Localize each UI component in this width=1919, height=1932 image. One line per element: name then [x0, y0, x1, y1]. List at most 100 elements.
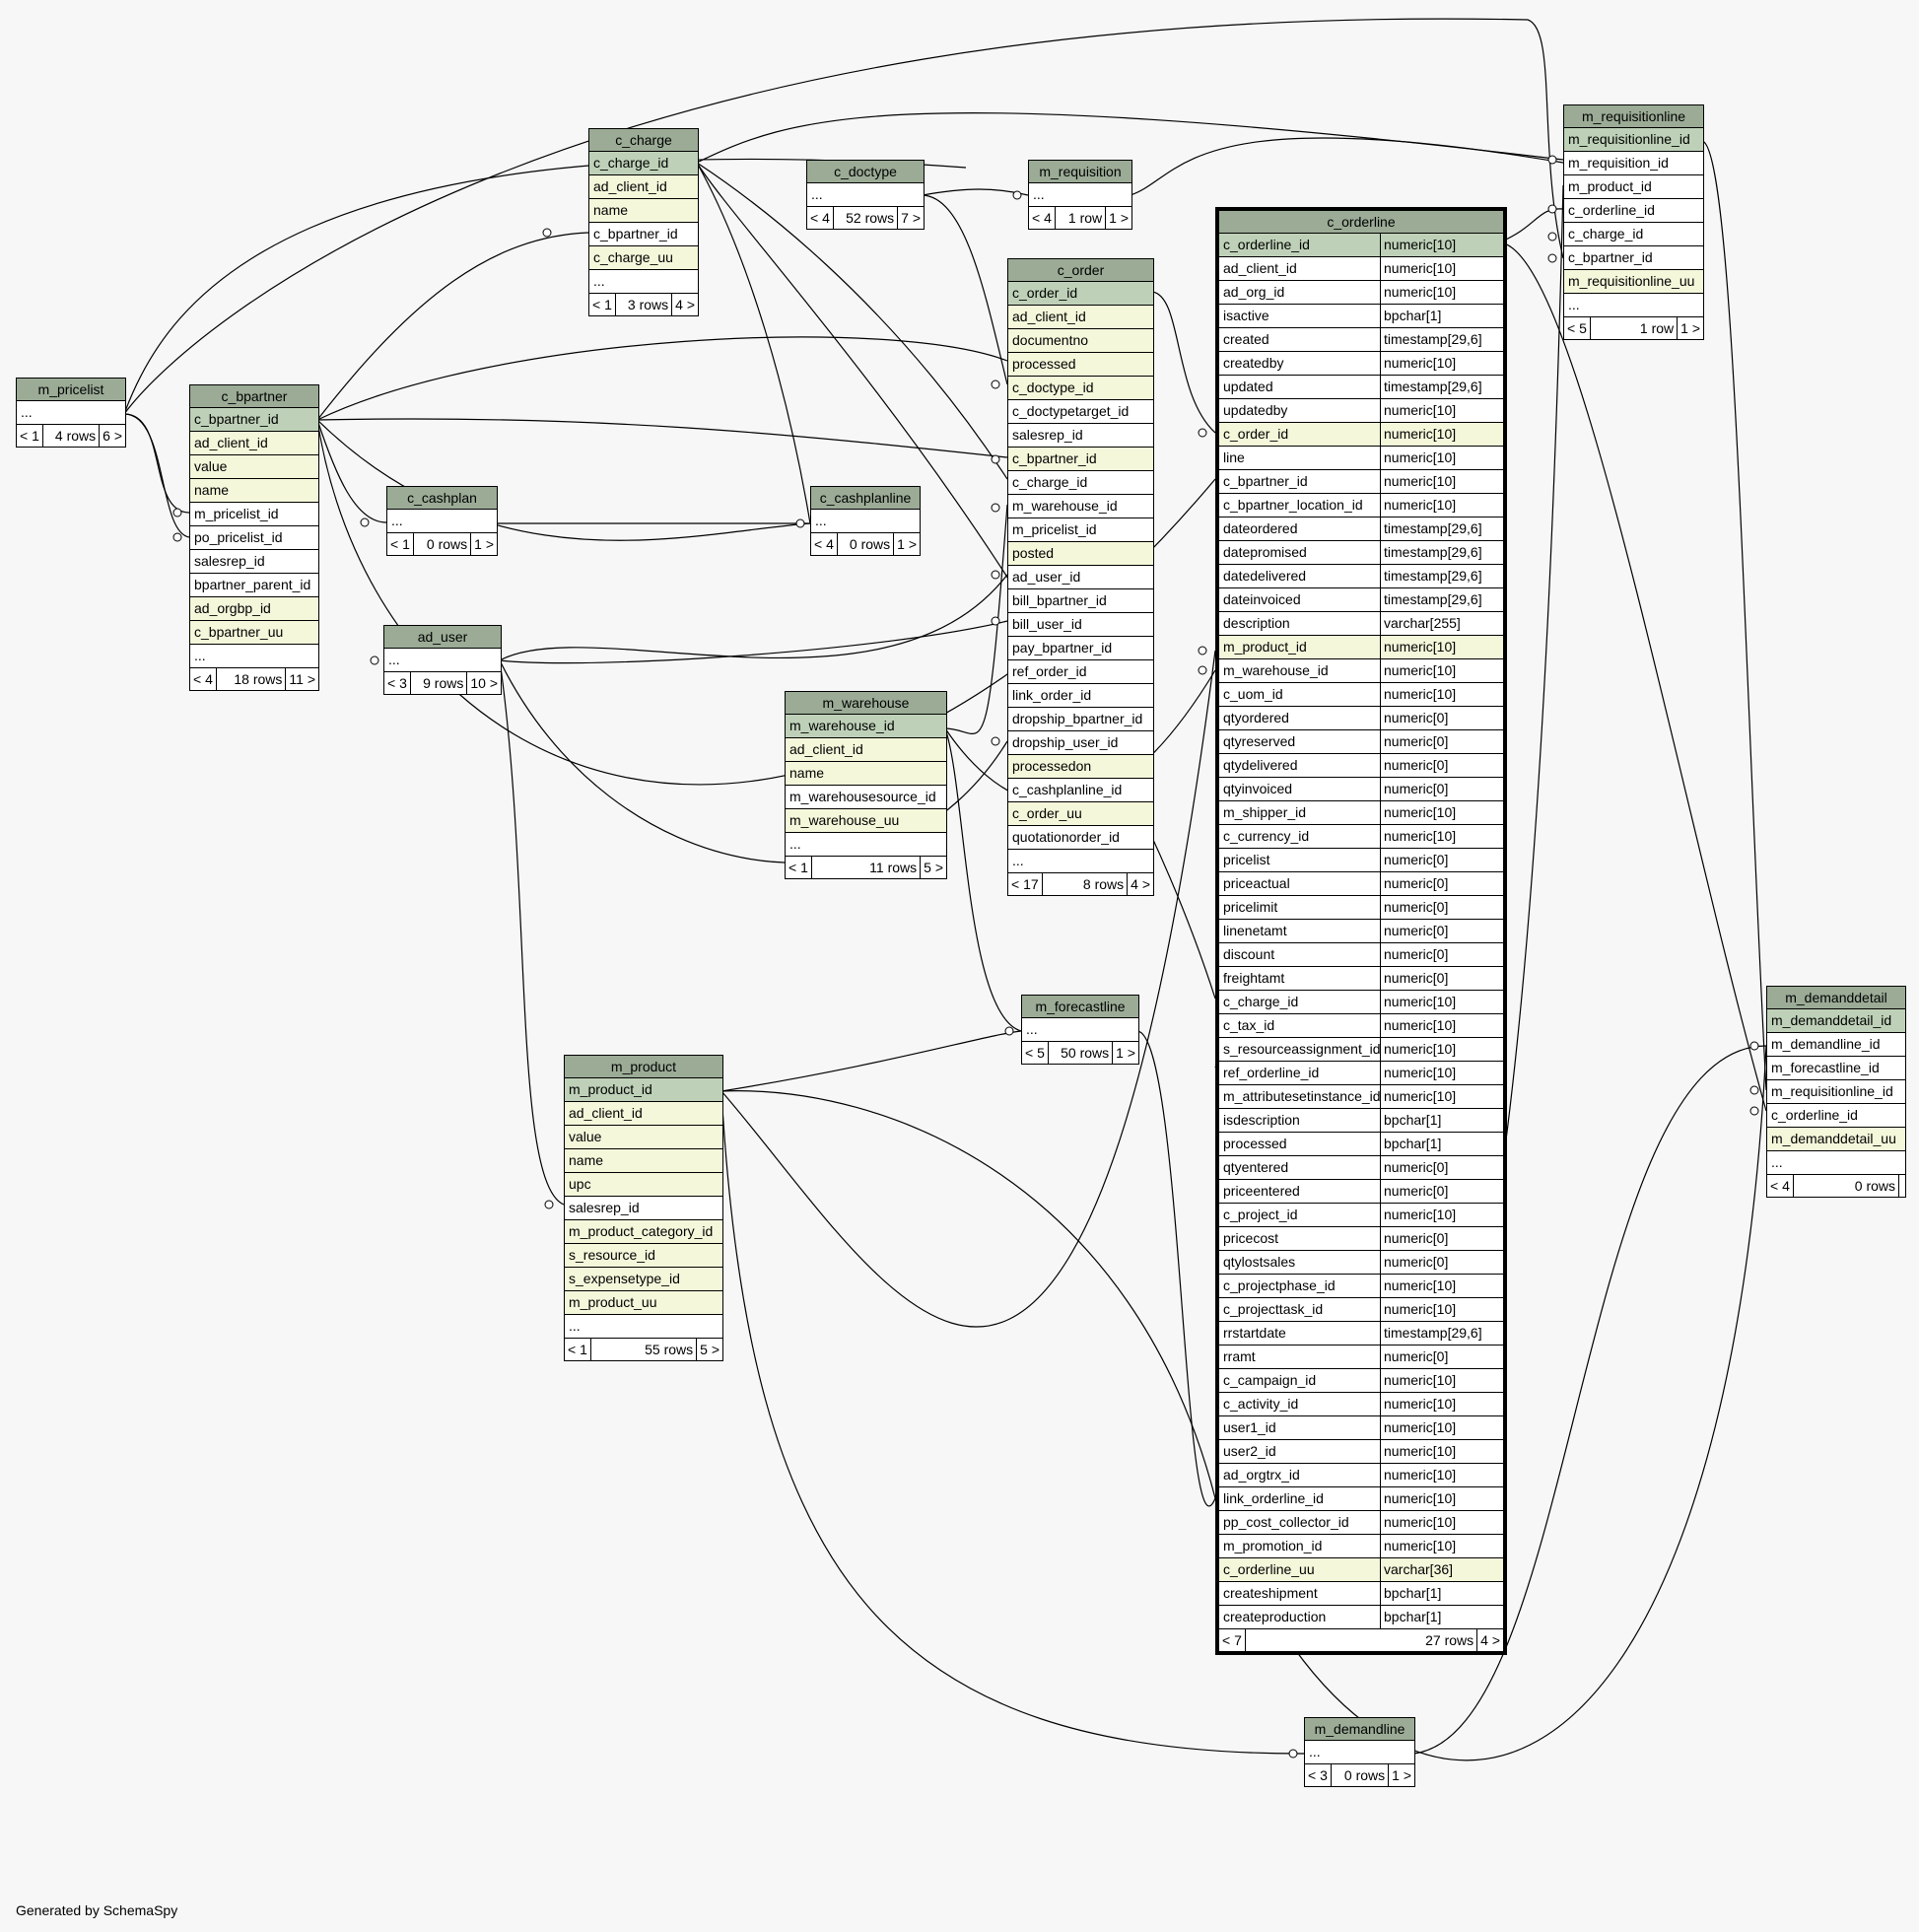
column-row[interactable]: c_bpartner_id — [190, 408, 318, 432]
column-row[interactable]: value — [565, 1126, 722, 1149]
column-row[interactable]: c_order_id — [1008, 282, 1153, 306]
column-row[interactable]: m_requisitionline_id — [1564, 128, 1703, 152]
column-row[interactable]: bill_user_id — [1008, 613, 1153, 637]
column-row[interactable]: ad_client_id — [786, 738, 946, 762]
column-row[interactable]: bpartner_parent_id — [190, 574, 318, 597]
column-row[interactable]: ... — [565, 1315, 722, 1339]
column-row[interactable]: c_order_uu — [1008, 802, 1153, 826]
column-row[interactable]: ... — [1022, 1018, 1138, 1042]
children-link[interactable]: 11 > — [289, 671, 315, 687]
table-header[interactable]: c_cashplanline — [811, 487, 920, 510]
column-row[interactable]: bill_bpartner_id — [1008, 589, 1153, 613]
column-row[interactable]: ... — [1029, 183, 1131, 207]
column-row[interactable]: c_doctype_id — [1008, 377, 1153, 400]
children-link[interactable]: 1 > — [1109, 210, 1129, 226]
parents-link[interactable]: < 4 — [1029, 207, 1056, 229]
column-row[interactable]: c_bpartner_id — [1008, 448, 1153, 471]
column-row[interactable]: ad_client_id — [565, 1102, 722, 1126]
column-row[interactable]: m_forecastline_id — [1767, 1057, 1905, 1080]
column-row[interactable]: ad_client_id — [1008, 306, 1153, 329]
column-row[interactable]: salesrep_id — [190, 550, 318, 574]
column-row[interactable]: c_orderline_id — [1767, 1104, 1905, 1128]
column-row[interactable]: m_requisition_id — [1564, 152, 1703, 175]
parents-link[interactable]: < 4 — [807, 207, 834, 229]
column-row[interactable]: value — [190, 455, 318, 479]
parents-link[interactable]: < 1 — [589, 294, 616, 315]
table-header[interactable]: m_demandline — [1305, 1718, 1414, 1741]
column-row[interactable]: pay_bpartner_id — [1008, 637, 1153, 660]
column-row[interactable]: m_product_id — [565, 1078, 722, 1102]
children-link[interactable]: 4 > — [1480, 1632, 1500, 1648]
column-row[interactable]: quotationorder_id — [1008, 826, 1153, 850]
column-row[interactable]: s_resource_id — [565, 1244, 722, 1268]
column-row[interactable]: c_bpartner_id — [1564, 246, 1703, 270]
column-row[interactable]: ref_order_id — [1008, 660, 1153, 684]
parents-link[interactable]: < 5 — [1564, 317, 1591, 339]
column-row[interactable]: ad_client_id — [589, 175, 698, 199]
column-row[interactable]: salesrep_id — [565, 1197, 722, 1220]
parents-link[interactable]: < 5 — [1022, 1042, 1049, 1064]
table-header[interactable]: c_orderline — [1219, 211, 1503, 234]
column-row[interactable]: ... — [387, 510, 497, 533]
column-row[interactable]: m_warehouse_id — [1008, 495, 1153, 518]
column-row[interactable]: ... — [190, 645, 318, 668]
column-row[interactable]: processedon — [1008, 755, 1153, 779]
parents-link[interactable]: < 1 — [17, 425, 43, 447]
table-header[interactable]: m_product — [565, 1056, 722, 1078]
column-row[interactable]: ... — [384, 649, 501, 672]
column-row[interactable]: dropship_bpartner_id — [1008, 708, 1153, 731]
column-row[interactable]: m_product_id — [1564, 175, 1703, 199]
parents-link[interactable]: < 4 — [190, 668, 217, 690]
table-header[interactable]: m_requisition — [1029, 161, 1131, 183]
column-row[interactable]: po_pricelist_id — [190, 526, 318, 550]
column-row[interactable]: c_charge_id — [1008, 471, 1153, 495]
column-row[interactable]: ... — [589, 270, 698, 294]
column-row[interactable]: ... — [1767, 1151, 1905, 1175]
children-link[interactable]: 1 > — [474, 536, 494, 552]
children-link[interactable]: 5 > — [700, 1342, 720, 1357]
column-row[interactable]: ... — [811, 510, 920, 533]
column-row[interactable]: c_bpartner_uu — [190, 621, 318, 645]
column-row[interactable]: name — [589, 199, 698, 223]
children-link[interactable]: 4 > — [1131, 876, 1150, 892]
column-row[interactable]: c_bpartner_id — [589, 223, 698, 246]
children-link[interactable]: 7 > — [901, 210, 921, 226]
table-header[interactable]: c_doctype — [807, 161, 924, 183]
column-row[interactable]: ... — [17, 401, 125, 425]
